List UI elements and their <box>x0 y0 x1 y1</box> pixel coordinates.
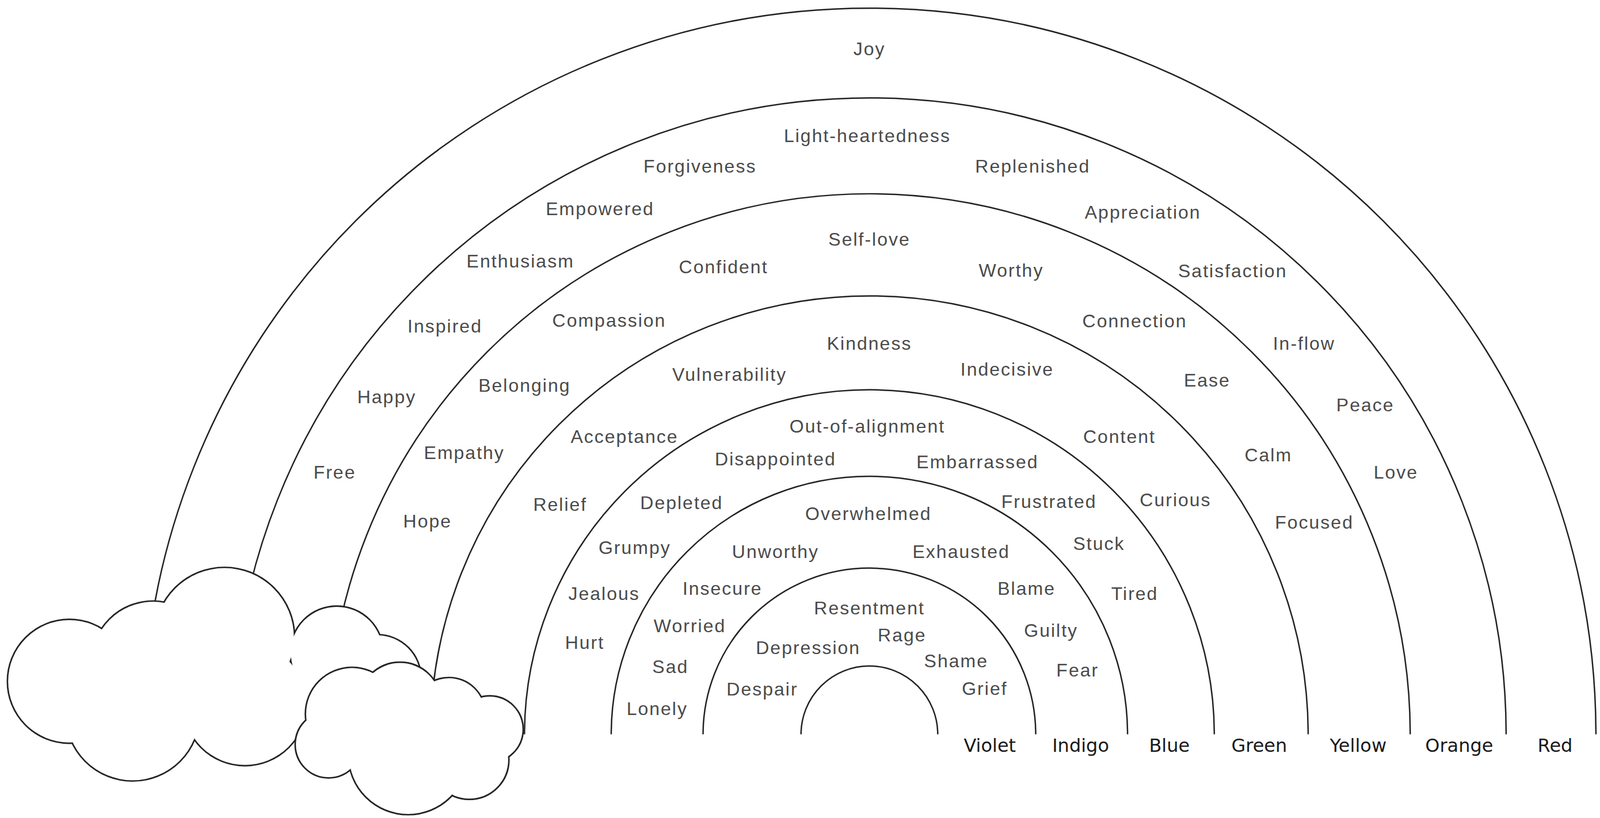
emotion-word: In-flow <box>1273 332 1336 355</box>
emotion-word: Peace <box>1336 394 1395 417</box>
emotion-word: Appreciation <box>1084 201 1202 224</box>
emotion-word: Rage <box>877 624 927 647</box>
emotion-word: Light-heartedness <box>783 124 951 147</box>
emotion-word: Confident <box>679 256 769 278</box>
band-name: Green <box>1231 734 1287 757</box>
emotion-word: Exhausted <box>912 541 1011 563</box>
band-name: Red <box>1537 734 1573 757</box>
emotion-word: Sad <box>652 656 689 678</box>
small-cloud <box>295 663 523 814</box>
emotion-word: Out-of-alignment <box>789 415 946 438</box>
rainbow-arc <box>232 97 1507 735</box>
emotion-word: Self-love <box>828 228 911 251</box>
band-name: Indigo <box>1052 734 1110 757</box>
emotion-word: Happy <box>357 386 417 409</box>
rainbow-arc <box>328 193 1411 735</box>
emotion-word: Frustrated <box>1001 490 1097 513</box>
rainbow-arc <box>801 666 939 735</box>
emotion-word: Indecisive <box>960 358 1054 381</box>
emotion-word: Relief <box>532 493 588 516</box>
rainbow-arc <box>142 8 1596 735</box>
emotion-word: Focused <box>1274 511 1354 534</box>
emotion-word: Empathy <box>424 442 505 464</box>
band-name: Orange <box>1425 734 1493 757</box>
emotion-word: Acceptance <box>570 425 678 448</box>
emotion-word: Fear <box>1056 659 1099 682</box>
emotion-word: Tired <box>1111 583 1159 605</box>
emotion-word: Embarrassed <box>916 451 1039 474</box>
emotion-word: Enthusiasm <box>466 250 575 273</box>
emotion-word: Satisfaction <box>1178 260 1287 283</box>
emotion-word: Blame <box>997 577 1056 600</box>
emotion-word: Depression <box>755 637 861 659</box>
emotion-word: Love <box>1373 461 1419 484</box>
emotion-word: Kindness <box>827 332 913 355</box>
emotion-word: Joy <box>853 37 886 60</box>
rainbow-arc <box>611 476 1128 735</box>
emotion-word: Free <box>313 461 357 484</box>
emotion-word: Worried <box>653 615 726 638</box>
emotion-word: Compassion <box>552 309 667 332</box>
emotion-word: Ease <box>1183 369 1231 392</box>
emotion-word: Despair <box>726 678 798 701</box>
emotion-word: Forgiveness <box>643 155 757 178</box>
emotion-word: Calm <box>1244 444 1293 467</box>
band-name: Blue <box>1148 734 1190 757</box>
emotion-word: Lonely <box>626 698 688 720</box>
rainbow-arc <box>524 390 1215 735</box>
emotion-word: Vulnerability <box>672 363 787 386</box>
emotion-word: Jealous <box>568 583 640 605</box>
emotion-word: Disappointed <box>714 448 837 471</box>
emotion-word: Empowered <box>545 197 655 220</box>
emotion-word: Stuck <box>1072 532 1125 555</box>
emotion-word: Hope <box>403 510 453 533</box>
emotion-word: Resentment <box>813 597 925 620</box>
emotion-word: Inspired <box>407 315 483 338</box>
emotion-word: Overwhelmed <box>805 503 932 525</box>
rainbow-arc <box>430 295 1309 735</box>
rainbow-arc <box>703 568 1036 735</box>
big-cloud <box>8 568 421 782</box>
emotion-word: Grief <box>961 677 1008 700</box>
emotion-word: Curious <box>1139 489 1211 512</box>
emotion-word: Unworthy <box>732 541 819 563</box>
emotion-word: Guilty <box>1023 619 1078 642</box>
emotion-word: Grumpy <box>598 536 672 559</box>
emotion-word: Belonging <box>478 374 571 397</box>
emotion-word: Insecure <box>682 577 763 600</box>
emotion-word: Replenished <box>974 155 1091 178</box>
emotion-word: Connection <box>1082 310 1188 333</box>
emotion-word: Depleted <box>640 492 723 514</box>
emotion-word: Content <box>1083 425 1156 448</box>
band-name: Yellow <box>1330 734 1388 757</box>
emotion-word: Hurt <box>565 631 605 654</box>
emotion-word: Worthy <box>978 259 1045 282</box>
band-name: Violet <box>963 734 1016 757</box>
emotion-word: Shame <box>924 650 989 673</box>
